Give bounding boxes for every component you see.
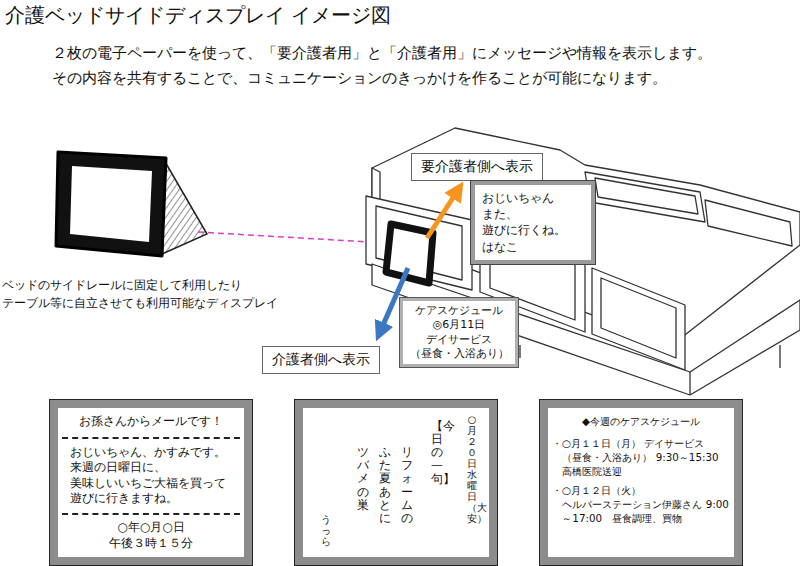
bed-frame	[372, 264, 800, 395]
vertical-text: ○月２０日 水曜日（大安）	[467, 414, 477, 524]
dashed-link	[198, 232, 386, 243]
vertical-text: ふた夏あとに	[379, 446, 391, 525]
title: 介護ベッドサイドディスプレイ イメージ図	[5, 2, 391, 29]
rail-display	[386, 224, 433, 283]
vertical-text: 【今日の一句】	[431, 420, 443, 486]
box-text: 要介護者側へ表示	[421, 158, 533, 176]
direction-box: 介護者側へ表示	[262, 346, 380, 374]
arrow-orange	[427, 190, 458, 238]
box-text: ケアスケジュール ◎6月11日 デイサービス （昼食・入浴あり）	[409, 304, 509, 361]
mail-date: ○年○月○日 午後３時１５分	[62, 513, 240, 551]
note-label: ２枚の電子ペーパーを使って、「要介護者用」と「介護者用」にメッセージや情報を表示…	[52, 42, 712, 65]
care-bed	[366, 128, 800, 420]
frame-edge	[689, 372, 690, 395]
box-text: おじいちゃん また、遊びに行くね。 はなこ	[482, 190, 584, 255]
note-label: その内容を共有することで、コミュニケーションのきっかけを作ることが可能になります…	[52, 67, 667, 90]
vertical-text: リフォームの	[401, 446, 413, 525]
screen-panel: ◆今週のケアスケジュール・○月１１日（月） デイサービス（昼食・入浴あり） 9:…	[540, 400, 742, 565]
back-rail	[585, 172, 705, 222]
message-screen: おじいちゃん また、遊びに行くね。 はなこ	[471, 181, 595, 264]
screen-panel: ○月２０日 水曜日（大安） 【今日の一句】 リフォームのふた夏あとにツバメの巣うっら	[295, 400, 497, 565]
vertical-text: ツバメの巣	[357, 446, 369, 512]
panel-heading: ◆今週のケアスケジュール	[548, 408, 734, 435]
back-rail	[705, 200, 792, 246]
box-text: 介護者側へ表示	[272, 351, 370, 369]
display-screen	[70, 166, 152, 242]
screen-panel: お孫さんからメールです！おじいちゃん、かすみです。 来週の日曜日に、 美味しいい…	[50, 400, 252, 565]
schedule-item: ・○月１２日（火） ヘルパーステーション伊藤さん 9:00～17:00 昼食調理…	[552, 484, 730, 526]
back-rail-window	[595, 178, 698, 214]
direction-box: 要介護者側へ表示	[411, 153, 543, 181]
schedule-item: ・○月１１日（月） デイサービス（昼食・入浴あり） 9:30～15:30 高橋医…	[552, 437, 730, 479]
display-stand	[162, 160, 207, 254]
display-frame	[56, 152, 166, 256]
note-label: ベッドのサイドレールに固定して利用したり テーブル等に自立させても利用可能なディ…	[2, 276, 302, 313]
mail-body: おじいちゃん、かすみです。 来週の日曜日に、 美味しいいちご大福を買って 遊びに…	[58, 439, 244, 513]
panel-heading: お孫さんからメールです！	[62, 408, 240, 439]
author: うっら	[321, 514, 331, 547]
schedule-screen: ケアスケジュール ◎6月11日 デイサービス （昼食・入浴あり）	[400, 298, 518, 367]
